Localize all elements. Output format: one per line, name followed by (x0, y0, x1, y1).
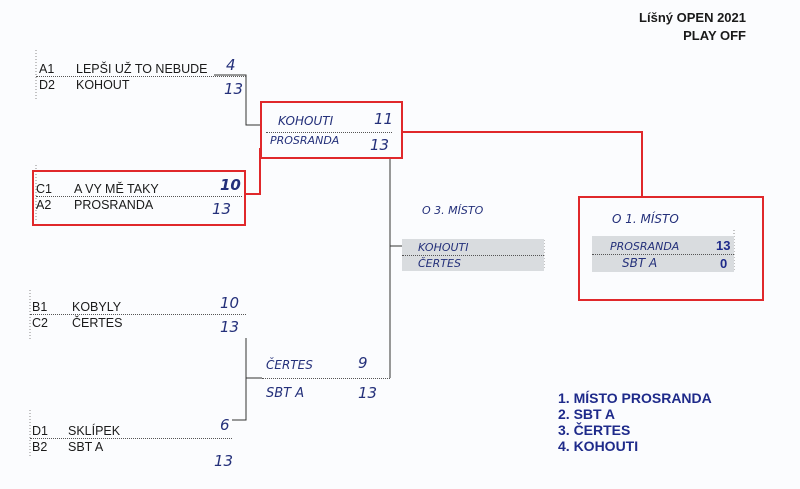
highlight-box-final (578, 196, 764, 301)
score: 13 (214, 452, 234, 470)
highlight-box-semi-1 (260, 101, 403, 159)
score: 10 (220, 176, 241, 194)
score: 11 (374, 110, 394, 128)
score: 9 (358, 354, 368, 372)
team-name: KOBYLY (72, 300, 122, 314)
score: 13 (358, 384, 378, 402)
seed-label: C2 (32, 316, 48, 330)
score: 0 (720, 256, 728, 271)
team-name: ČERTES (418, 257, 461, 270)
seed-label: C1 (36, 182, 52, 196)
result-item: 1. MÍSTO PROSRANDA (558, 390, 712, 406)
team-name: SBT A (622, 256, 658, 270)
final-label: O 1. MÍSTO (612, 212, 679, 226)
score: 13 (220, 318, 240, 336)
score: 13 (224, 80, 244, 98)
score: 13 (370, 136, 390, 154)
third-place-label: O 3. MÍSTO (422, 204, 484, 217)
score: 13 (716, 238, 731, 253)
team-name: SBT A (266, 386, 305, 401)
third-place-match: KOHOUTI ČERTES (402, 239, 544, 271)
seed-label: D1 (32, 424, 48, 438)
team-name: KOHOUT (76, 78, 130, 92)
result-item: 2. SBT A (558, 406, 616, 422)
team-name: LEPŠI UŽ TO NEBUDE (76, 62, 208, 76)
team-name: PROSRANDA (610, 240, 680, 253)
page-title: Líšný OPEN 2021 (639, 10, 746, 25)
final-match: PROSRANDA 13 SBT A 0 (592, 236, 734, 272)
team-name: KOHOUTI (418, 241, 469, 254)
team-name: PROSRANDA (270, 134, 340, 147)
result-item: 4. KOHOUTI (558, 438, 639, 454)
seed-label: A2 (36, 198, 52, 212)
team-name: SBT A (68, 440, 104, 454)
team-name: KOHOUTI (278, 114, 334, 128)
score: 4 (226, 56, 236, 74)
team-name: PROSRANDA (74, 198, 154, 212)
score: 10 (220, 294, 240, 312)
seed-label: B2 (32, 440, 48, 454)
score: 6 (220, 416, 230, 434)
seed-label: A1 (39, 62, 55, 76)
highlight-box-r1-2 (32, 170, 246, 226)
team-name: ČERTES (72, 316, 123, 330)
seed-label: B1 (32, 300, 48, 314)
team-name: SKLÍPEK (68, 424, 121, 438)
score: 13 (212, 200, 232, 218)
seed-label: D2 (39, 78, 55, 92)
team-name: A VY MĚ TAKY (74, 182, 159, 196)
result-item: 3. ČERTES (558, 422, 631, 438)
page-subtitle: PLAY OFF (683, 28, 746, 43)
results-list: 1. MÍSTO PROSRANDA 2. SBT A 3. ČERTES 4.… (558, 390, 712, 454)
team-name: ČERTES (266, 358, 313, 372)
